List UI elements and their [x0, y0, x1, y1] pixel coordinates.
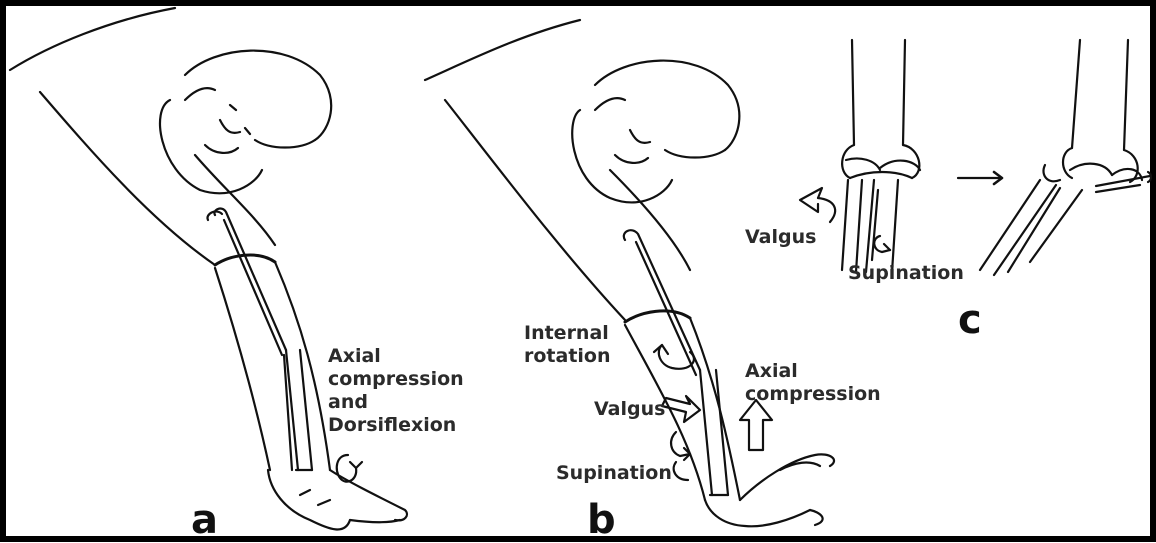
panel-b-drawing	[425, 20, 834, 526]
panel-a-drawing	[10, 8, 407, 529]
panel-b-internal-label: Internal	[524, 322, 609, 345]
panel-b-valgus-label: Valgus	[594, 398, 665, 421]
panel-b-compression-label: compression	[745, 383, 881, 406]
panel-a-dorsiflexion-label: Dorsiflexion	[328, 414, 456, 437]
panel-b-supination-label: Supination	[556, 462, 672, 485]
panel-a-letter: a	[191, 500, 218, 540]
panel-b-axial-label: Axial	[745, 360, 798, 383]
panel-c-drawing	[800, 40, 1151, 275]
panel-b-letter: b	[587, 500, 616, 540]
panel-a-axial-label: Axial	[328, 345, 381, 368]
panel-b-rotation-label: rotation	[524, 345, 611, 368]
panel-c-supination-label: Supination	[848, 262, 964, 285]
panel-c-letter: c	[958, 300, 982, 340]
panel-a-compression-label: compression	[328, 368, 464, 391]
panel-a-and-label: and	[328, 391, 368, 414]
panel-c-valgus-label: Valgus	[745, 226, 816, 249]
